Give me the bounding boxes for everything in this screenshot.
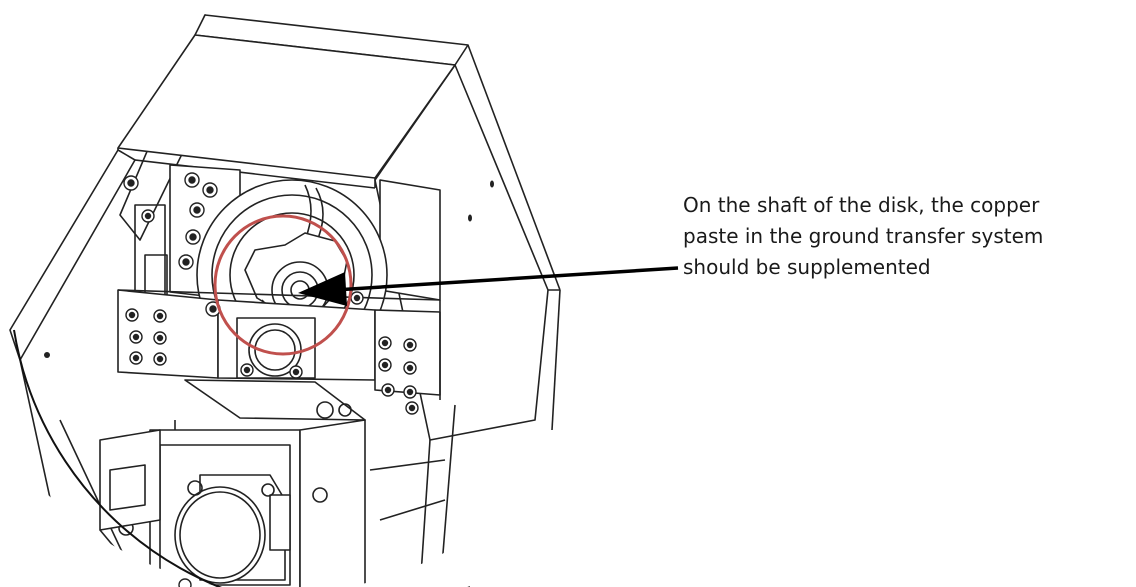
caption-line-2: paste in the ground transfer system — [683, 224, 1044, 248]
motor-top — [184, 379, 366, 421]
caption-line-3: should be supplemented — [683, 255, 931, 279]
pointer-arrow — [298, 266, 679, 306]
highlight-circle — [213, 214, 353, 356]
caption-line-1: On the shaft of the disk, the copper — [683, 193, 1040, 217]
annotation-caption: On the shaft of the disk, the copper pas… — [683, 190, 1133, 283]
